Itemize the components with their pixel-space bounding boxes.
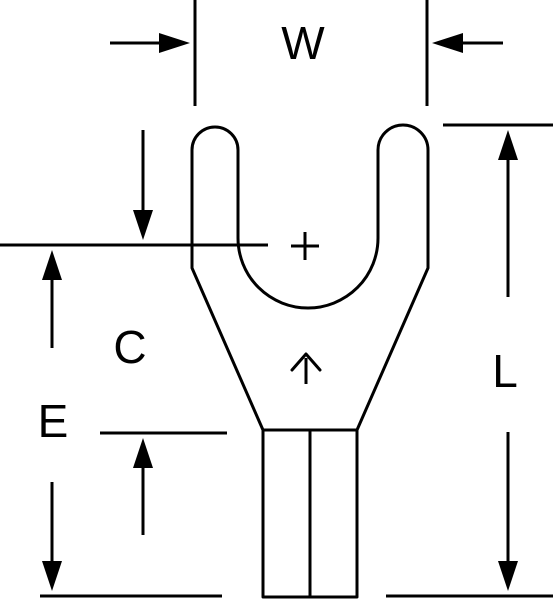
length-arrow-bottom	[498, 561, 518, 591]
width-label: W	[281, 17, 325, 69]
length-arrow-top	[498, 130, 518, 160]
center-arrow-down	[133, 210, 153, 240]
direction-arrow-icon	[290, 352, 322, 384]
width-dimension: W	[110, 0, 503, 106]
terminal-outer-contour	[190, 123, 430, 599]
width-arrow-right	[432, 33, 463, 53]
width-arrow-left	[159, 33, 190, 53]
edge-arrow-top	[42, 250, 62, 280]
center-dimension: C	[0, 130, 268, 535]
center-arrow-up	[133, 438, 153, 468]
length-label: L	[492, 345, 518, 397]
spade-terminal-outline	[190, 123, 430, 599]
center-label: C	[113, 321, 146, 373]
edge-dimension: E	[38, 250, 222, 598]
edge-arrow-bottom	[42, 561, 62, 591]
length-dimension: L	[386, 123, 553, 598]
edge-label: E	[38, 395, 69, 447]
stud-center-mark	[291, 232, 319, 260]
